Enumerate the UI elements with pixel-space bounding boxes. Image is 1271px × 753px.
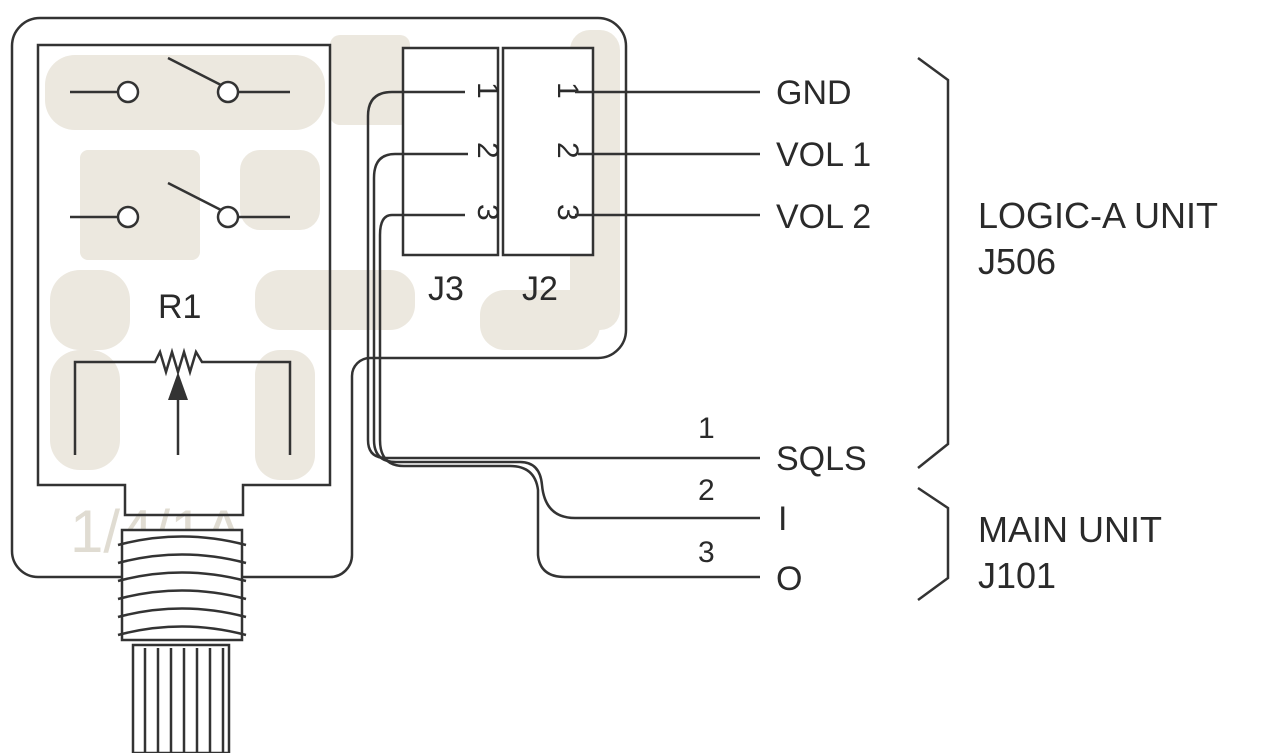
brackets [917,56,950,602]
j2-pin-1: 1 [551,82,584,99]
signal-sqls: SQLS [776,440,867,478]
j3-pin-1: 1 [471,82,504,99]
unit-logic-a-connector: J506 [978,241,1056,282]
connector-j2: 1 2 3 [501,46,595,257]
j2-pin-3: 3 [551,204,584,221]
unit-main-connector: J101 [978,555,1056,596]
wire-number-3: 3 [698,536,715,569]
resistor-label: R1 [158,288,201,326]
j2-label: J2 [522,270,558,308]
shaft-thread [117,528,247,642]
wire-number-1: 1 [698,412,715,445]
wire-j3-3-o [378,213,760,579]
j2-pin-2: 2 [551,142,584,159]
unit-logic-a-name: LOGIC-A UNIT [978,195,1218,236]
bracket-main [917,486,950,602]
board-outline [10,16,628,579]
wiper-arrow-icon [168,372,188,400]
signal-vol2: VOL 2 [776,198,871,236]
signal-i: I [778,500,787,538]
signal-o: O [776,560,802,598]
j3-pin-2: 2 [471,142,504,159]
bracket-logic-a [917,56,950,469]
signal-vol1: VOL 1 [776,136,871,174]
wires [366,90,760,579]
shaft-knurl [131,643,231,753]
signal-gnd: GND [776,74,852,112]
j3-label: J3 [428,270,464,308]
switch-bottom [70,181,290,229]
wire-number-2: 2 [698,474,715,507]
unit-main-name: MAIN UNIT [978,509,1162,550]
connector-j3: 1 2 3 [401,46,504,257]
wire-j3-2-i [372,152,760,520]
board-shading [45,30,620,480]
switch-top [70,56,290,104]
j3-pin-3: 3 [471,204,504,221]
